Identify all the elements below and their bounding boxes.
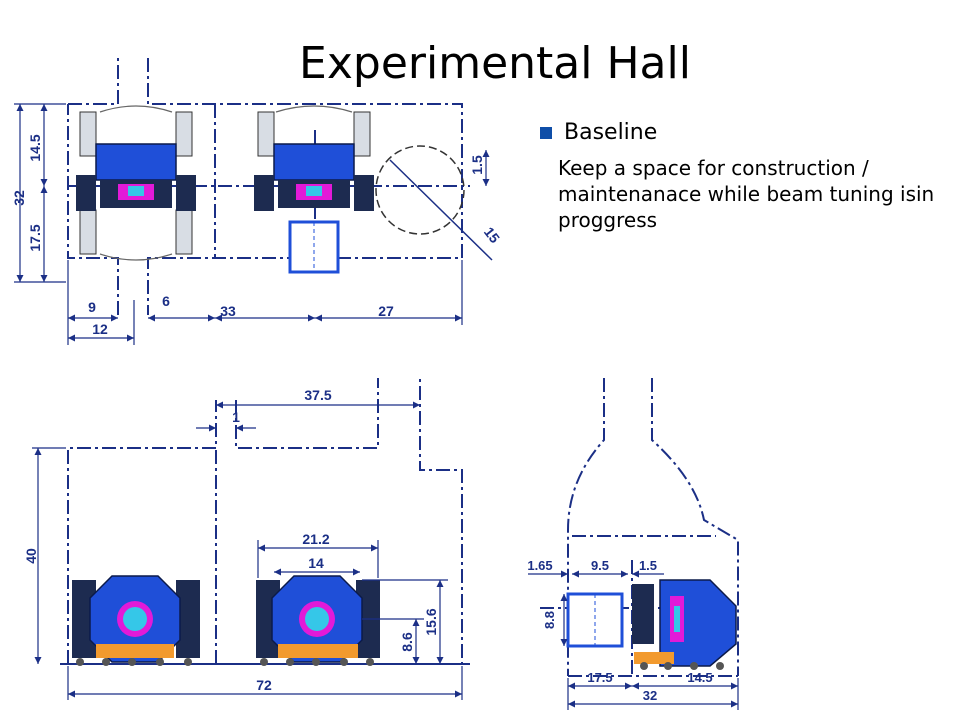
dim-front-gap: 1 [232, 409, 240, 425]
dim-front-det-h2: 15.6 [423, 608, 439, 635]
page-title: Experimental Hall [299, 38, 691, 89]
dim-top-bottom-b: 6 [162, 293, 170, 309]
bullet-heading: Baseline [564, 120, 658, 145]
dim-top-height-upper: 14.5 [27, 134, 43, 161]
dim-side-mid: 9.5 [591, 558, 609, 573]
dim-top-circle: 15 [481, 224, 503, 246]
side-view-section: 1.65 9.5 1.5 8.8 17.5 14.5 32 [527, 378, 740, 710]
side-detector [632, 579, 737, 670]
dim-top-beam-offset: 1.5 [469, 155, 485, 175]
dim-side-left: 1.65 [527, 558, 552, 573]
top-view-plan: 32 14.5 17.5 1.5 15 9 6 33 27 12 [11, 58, 503, 345]
dim-front-det-outer: 21.2 [302, 531, 329, 547]
bullet-item: Baseline [540, 120, 960, 145]
front-view-section: 37.5 1 40 21.2 14 8.6 15.6 72 [23, 378, 470, 700]
front-detector-2 [256, 575, 380, 666]
top-detector-1 [76, 105, 196, 261]
dim-front-height: 40 [23, 548, 39, 564]
dim-front-total: 72 [256, 677, 272, 693]
dim-top-height-lower: 17.5 [27, 224, 43, 251]
dim-side-bot-right: 14.5 [687, 670, 712, 685]
dim-side-right: 1.5 [639, 558, 657, 573]
dim-side-total: 32 [643, 688, 657, 703]
dim-top-bottom-d: 27 [378, 303, 394, 319]
front-detector-1 [72, 575, 200, 666]
dim-side-height: 8.8 [542, 611, 557, 629]
top-detector-2 [254, 105, 374, 211]
dim-top-bottom-e: 12 [92, 321, 108, 337]
dim-front-det-inner: 14 [308, 555, 324, 571]
dim-top-height-total: 32 [11, 190, 27, 206]
dim-top-bottom-c: 33 [220, 303, 236, 319]
dim-top-bottom-a: 9 [88, 299, 96, 315]
dim-front-top: 37.5 [304, 387, 331, 403]
dim-side-bot-left: 17.5 [587, 670, 612, 685]
dim-front-det-h1: 8.6 [399, 632, 415, 652]
bullet-list: Baseline Keep a space for construction /… [540, 120, 960, 233]
square-bullet-icon [540, 126, 552, 139]
bullet-body: Keep a space for construction / maintena… [558, 156, 935, 232]
